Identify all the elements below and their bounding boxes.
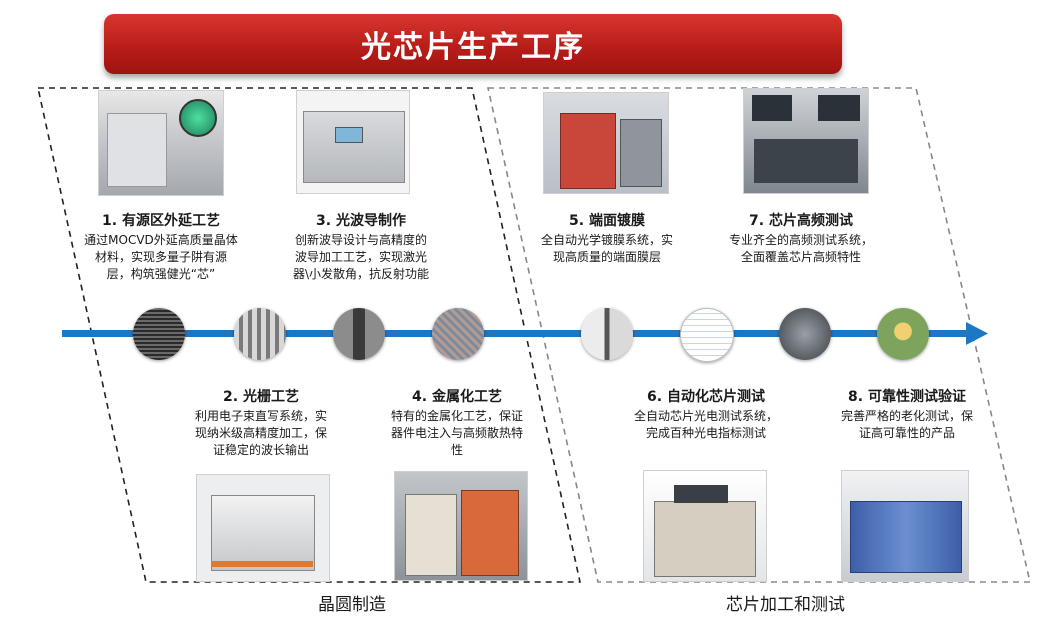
step-7-high-frequency-test: 7. 芯片高频测试 专业齐全的高频测试系统， 全面覆盖芯片高频特性 [706,212,896,266]
step-description: 全自动芯片光电测试系统， 完成百种光电指标测试 [633,409,778,440]
step-title: 4. 金属化工艺 [412,389,502,405]
grating-sample-icon [234,308,286,360]
process-arrow-shaft [62,330,968,337]
step-title: 1. 有源区外延工艺 [102,213,220,229]
page-title: 光芯片生产工序 [361,30,585,65]
process-arrow-head [966,322,988,345]
step-1-epitaxy: 1. 有源区外延工艺 通过MOCVD外延高质量晶体 材料，实现多量子阱有源 层，… [66,212,256,283]
photo-ebeam-lithography-system [196,474,330,582]
photo-waveguide-equipment [296,90,410,194]
step-title: 6. 自动化芯片测试 [647,389,765,405]
metallization-sample-icon [432,308,484,360]
wafer-section-frame [37,87,581,583]
step-title: 7. 芯片高频测试 [749,213,853,229]
photo-metallization-equipment [394,471,528,581]
photo-automated-chip-test-equipment [643,470,767,582]
step-title: 3. 光波导制作 [316,213,406,229]
step-description: 创新波导设计与高精度的 波导加工工艺，实现激光 器\小发散角，抗反射功能 [292,233,430,281]
waveguide-sample-icon [333,308,385,360]
step-3-waveguide: 3. 光波导制作 创新波导设计与高精度的 波导加工工艺，实现激光 器\小发散角，… [266,212,456,283]
step-title: 5. 端面镀膜 [569,213,645,229]
test-chart-icon [680,308,734,362]
step-4-metallization: 4. 金属化工艺 特有的金属化工艺，保证 器件电注入与高频散热特 性 [362,388,552,459]
step-title: 2. 光栅工艺 [223,389,299,405]
section-label-wafer: 晶圆制造 [318,595,386,615]
photo-mocvd-equipment [98,90,224,196]
step-description: 特有的金属化工艺，保证 器件电注入与高频散热特 性 [390,409,523,457]
coating-sample-icon [581,308,633,360]
title-banner: 光芯片生产工序 [104,14,842,74]
step-description: 专业齐全的高频测试系统， 全面覆盖芯片高频特性 [728,233,873,264]
step-8-reliability-test: 8. 可靠性测试验证 完善严格的老化测试，保 证高可靠性的产品 [812,388,1002,442]
step-description: 完善严格的老化测试，保 证高可靠性的产品 [840,409,973,440]
step-6-automated-chip-test: 6. 自动化芯片测试 全自动芯片光电测试系统， 完成百种光电指标测试 [608,388,804,442]
step-description: 通过MOCVD外延高质量晶体 材料，实现多量子阱有源 层，构筑强健光“芯” [84,233,238,281]
laser-to-can-icon [877,308,929,360]
step-description: 全自动光学镀膜系统，实 现高质量的端面膜层 [540,233,673,264]
step-2-grating: 2. 光栅工艺 利用电子束直写系统，实 现纳米级高精度加工，保 证稳定的波长输出 [166,388,356,459]
epitaxy-sample-icon [133,308,185,360]
high-frequency-probe-icon [779,308,831,360]
section-label-chip: 芯片加工和测试 [726,595,845,615]
step-title: 8. 可靠性测试验证 [848,389,966,405]
step-description: 利用电子束直写系统，实 现纳米级高精度加工，保 证稳定的波长输出 [194,409,327,457]
step-5-facet-coating: 5. 端面镀膜 全自动光学镀膜系统，实 现高质量的端面膜层 [512,212,702,266]
photo-facet-coating-equipment [543,92,669,194]
photo-reliability-aging-equipment [841,470,969,582]
photo-high-frequency-test-equipment [743,88,869,194]
